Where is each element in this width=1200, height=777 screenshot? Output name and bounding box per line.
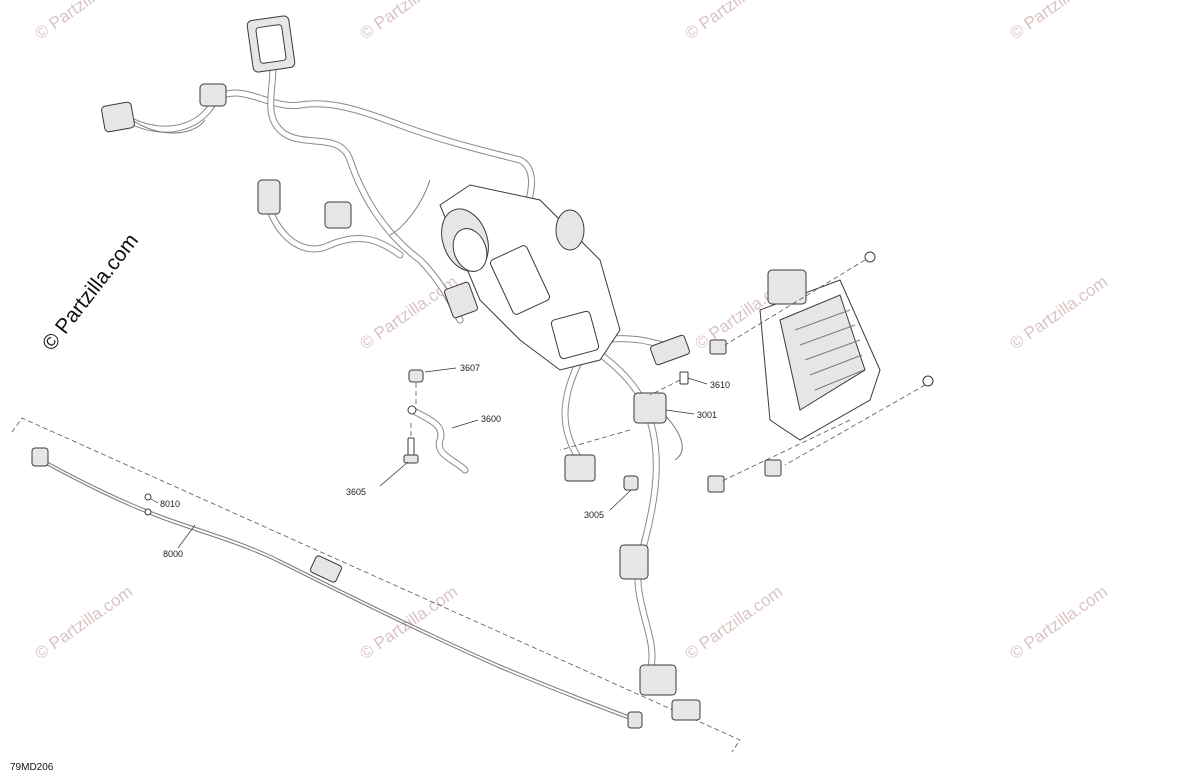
- connector: [627, 711, 643, 729]
- watermark: © Partzilla.com: [1006, 0, 1111, 43]
- part-label-3001[interactable]: 3001: [697, 410, 717, 420]
- clip-8010: [144, 493, 152, 501]
- part-label-8010[interactable]: 8010: [160, 499, 180, 509]
- screw-3610: [679, 371, 689, 385]
- connector: [324, 201, 352, 229]
- voltage-regulator: [707, 251, 934, 493]
- nut-3005: [623, 475, 639, 491]
- part-label-3005[interactable]: 3005: [584, 510, 604, 520]
- watermark: © Partzilla.com: [31, 582, 136, 663]
- connector: [31, 447, 49, 467]
- part-label-3610[interactable]: 3610: [710, 380, 730, 390]
- sensor-assembly: [559, 371, 689, 491]
- part-label-3607[interactable]: 3607: [460, 363, 480, 373]
- sensor-3001: [633, 392, 667, 424]
- main-watermark: © Partzilla.com: [38, 229, 143, 355]
- connector: [257, 179, 281, 215]
- watermark: © Partzilla.com: [31, 0, 136, 43]
- part-labels: 3607 3600 3605 3610 3001 3005 8010 8000: [160, 363, 730, 559]
- connector: [564, 454, 596, 482]
- ground-cable-assembly: [403, 369, 469, 474]
- part-label-3605[interactable]: 3605: [346, 487, 366, 497]
- connector: [619, 544, 649, 580]
- diagram-code: 79MD206: [10, 762, 54, 773]
- watermark: © Partzilla.com: [356, 0, 461, 43]
- central-module: [439, 184, 621, 371]
- connector: [101, 101, 135, 133]
- leader-lines: [150, 367, 708, 549]
- watermark: © Partzilla.com: [681, 0, 786, 43]
- harness-8000: [11, 417, 741, 753]
- connector: [671, 699, 701, 721]
- connector: [639, 664, 677, 696]
- connector: [199, 83, 227, 107]
- nut-3607: [408, 369, 424, 383]
- connector: [650, 334, 690, 366]
- watermark: © Partzilla.com: [1006, 272, 1111, 353]
- regulator-connector: [767, 269, 807, 305]
- part-label-3600[interactable]: 3600: [481, 414, 501, 424]
- watermark: © Partzilla.com: [356, 272, 461, 353]
- connector: [255, 24, 287, 64]
- watermark: © Partzilla.com: [681, 582, 786, 663]
- connector: [309, 555, 343, 583]
- connector: [443, 281, 479, 319]
- part-label-8000[interactable]: 8000: [163, 549, 183, 559]
- watermark: © Partzilla.com: [1006, 582, 1111, 663]
